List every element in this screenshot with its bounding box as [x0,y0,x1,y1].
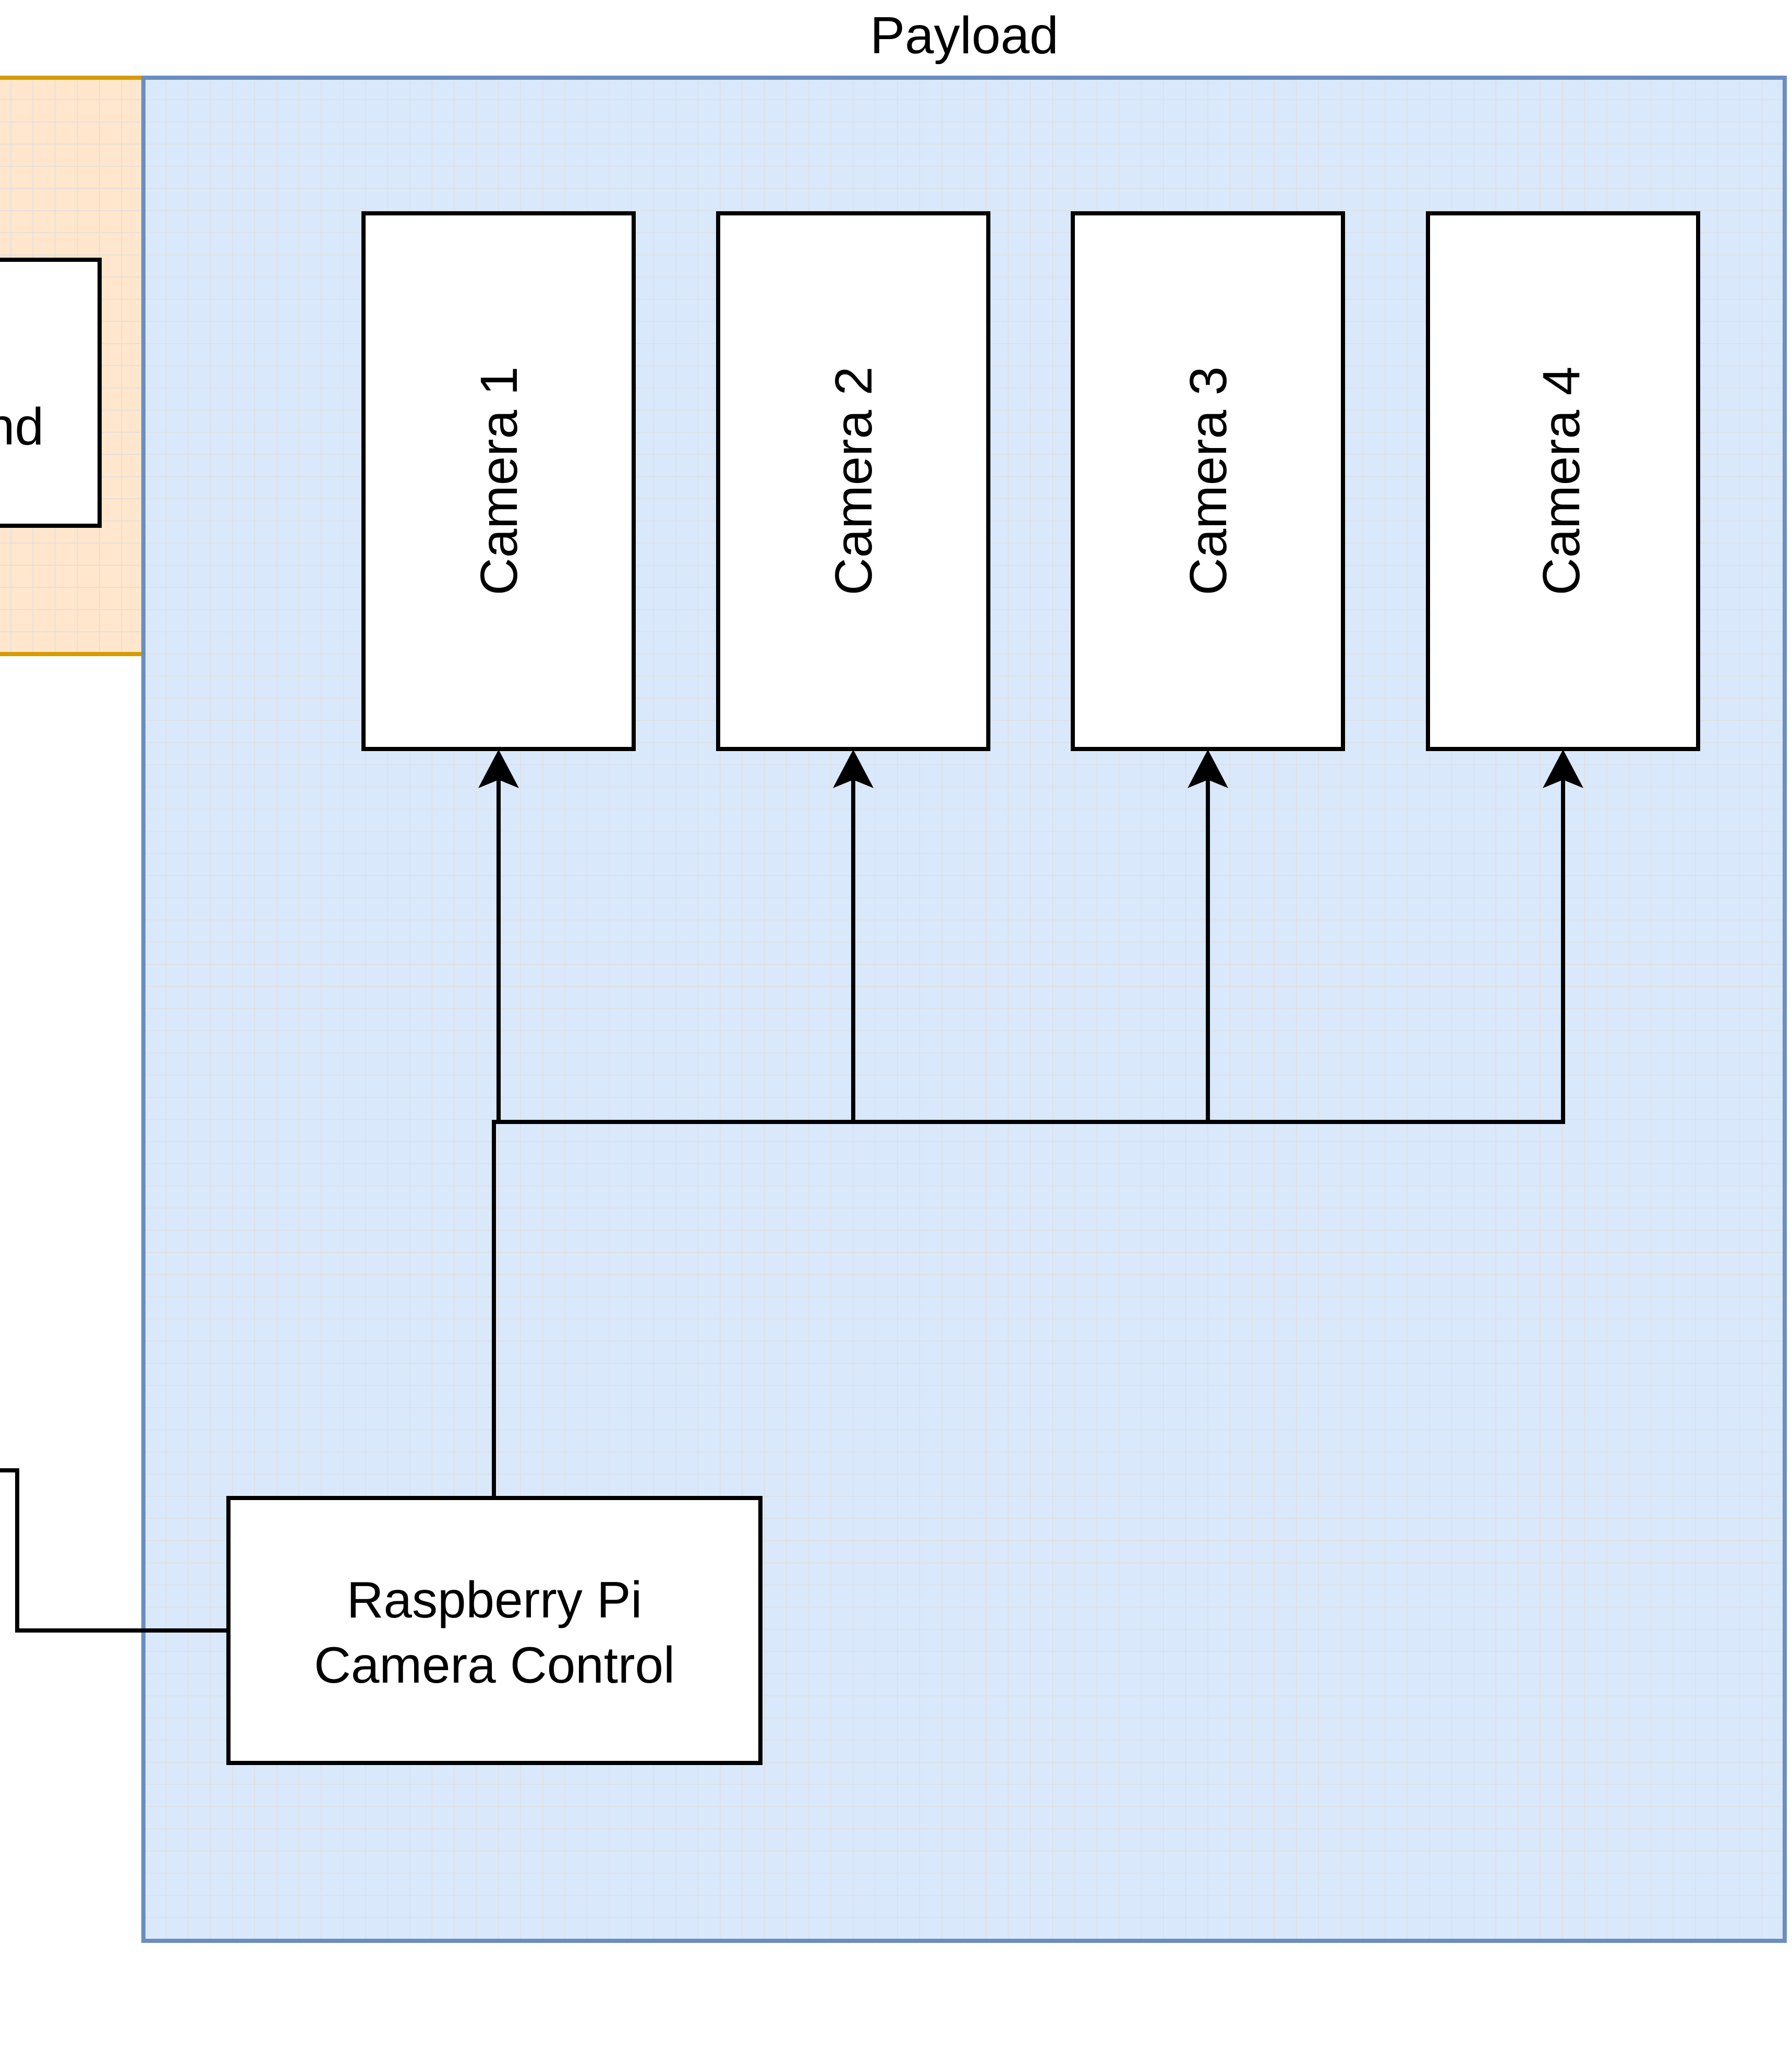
external-connector-line[interactable] [0,1468,228,1633]
payload-border [141,76,1787,1943]
camera-3-label: Camera 3 [1179,366,1238,595]
camera-4-box [1426,211,1700,751]
camera-4-label: Camera 4 [1532,366,1591,595]
left-partial-node[interactable]: nd [0,258,102,528]
camera-2-label: Camera 2 [825,366,883,595]
arrowhead-camera-1-icon [478,750,519,788]
arrowhead-camera-3-icon [1188,750,1228,788]
camera-1-label: Camera 1 [470,366,528,595]
controller-box [226,1496,762,1765]
camera-1-box [361,211,636,751]
camera-1-node[interactable]: Camera 1 [361,211,636,751]
camera-3-node[interactable]: Camera 3 [1071,211,1345,751]
controller-label-line-1: Raspberry Pi [347,1571,642,1628]
payload-title: Payload [870,6,1058,65]
arrowhead-camera-4-icon [1543,750,1583,788]
arrowhead-camera-2-icon [833,750,874,788]
left-partial-node-label: nd [0,397,44,456]
controller-label-line-2: Camera Control [314,1636,675,1694]
camera-4-node[interactable]: Camera 4 [1426,211,1700,751]
left-partial-node-box [0,258,102,528]
camera-2-node[interactable]: Camera 2 [716,211,990,751]
raspberry-pi-controller-node[interactable]: Raspberry Pi Camera Control [226,1496,762,1765]
camera-3-box [1071,211,1345,751]
camera-2-box [716,211,990,751]
